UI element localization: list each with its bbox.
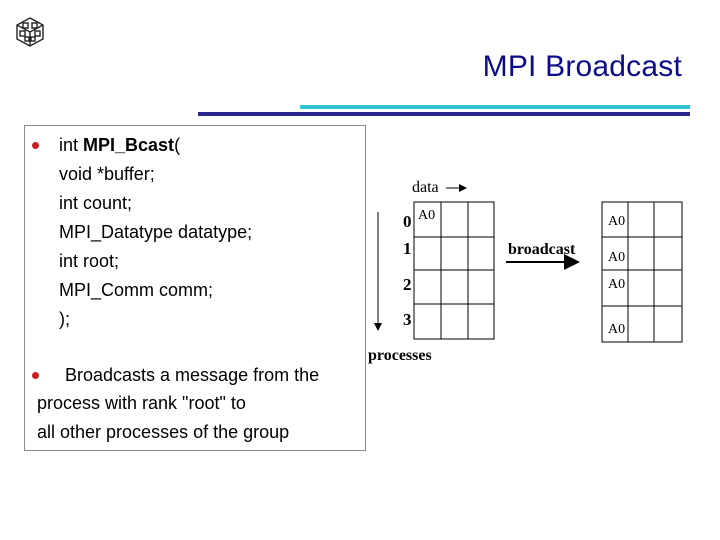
description-line: all other processes of the group xyxy=(37,422,290,442)
title-rule-navy xyxy=(198,112,690,116)
code-line: int count; xyxy=(59,193,133,213)
cell-value: A0 xyxy=(418,208,435,223)
cell-value: A0 xyxy=(608,250,625,265)
description-line: process with rank "root" to xyxy=(37,393,246,413)
code-line: MPI_Datatype datatype; xyxy=(59,222,253,242)
code-line-signature: int MPI_Bcast( xyxy=(59,136,180,154)
rank-label: 1 xyxy=(403,239,412,258)
cell-value: A0 xyxy=(608,214,625,229)
code-keyword: int xyxy=(59,135,84,155)
data-label: data xyxy=(412,179,439,196)
title-rule-cyan xyxy=(300,105,690,109)
slide-title: MPI Broadcast xyxy=(482,50,682,83)
grid-after xyxy=(601,201,683,343)
processes-label: processes xyxy=(368,347,432,364)
content-box: int MPI_Bcast( void *buffer; int count; … xyxy=(24,125,366,451)
code-line: MPI_Comm comm; xyxy=(59,280,214,300)
grid-before xyxy=(413,201,495,340)
code-line: int root; xyxy=(59,251,120,271)
function-name: MPI_Bcast xyxy=(83,135,175,155)
cell-value: A0 xyxy=(608,322,625,337)
open-paren: ( xyxy=(174,135,181,155)
code-line: ); xyxy=(59,309,70,329)
code-line: void *buffer; xyxy=(59,164,155,184)
bullet-icon xyxy=(32,142,39,149)
broadcast-diagram: data processes 0 1 2 3 A0 broadcast A0 A… xyxy=(368,179,683,364)
description-line: Broadcasts a message from the xyxy=(65,365,320,385)
broadcast-label: broadcast xyxy=(508,241,576,258)
rank-label: 3 xyxy=(403,310,412,329)
rank-label: 0 xyxy=(403,212,412,231)
bullet-icon xyxy=(32,372,39,379)
cell-value: A0 xyxy=(608,277,625,292)
rank-label: 2 xyxy=(403,275,412,294)
cube-emblem-icon xyxy=(16,17,44,47)
